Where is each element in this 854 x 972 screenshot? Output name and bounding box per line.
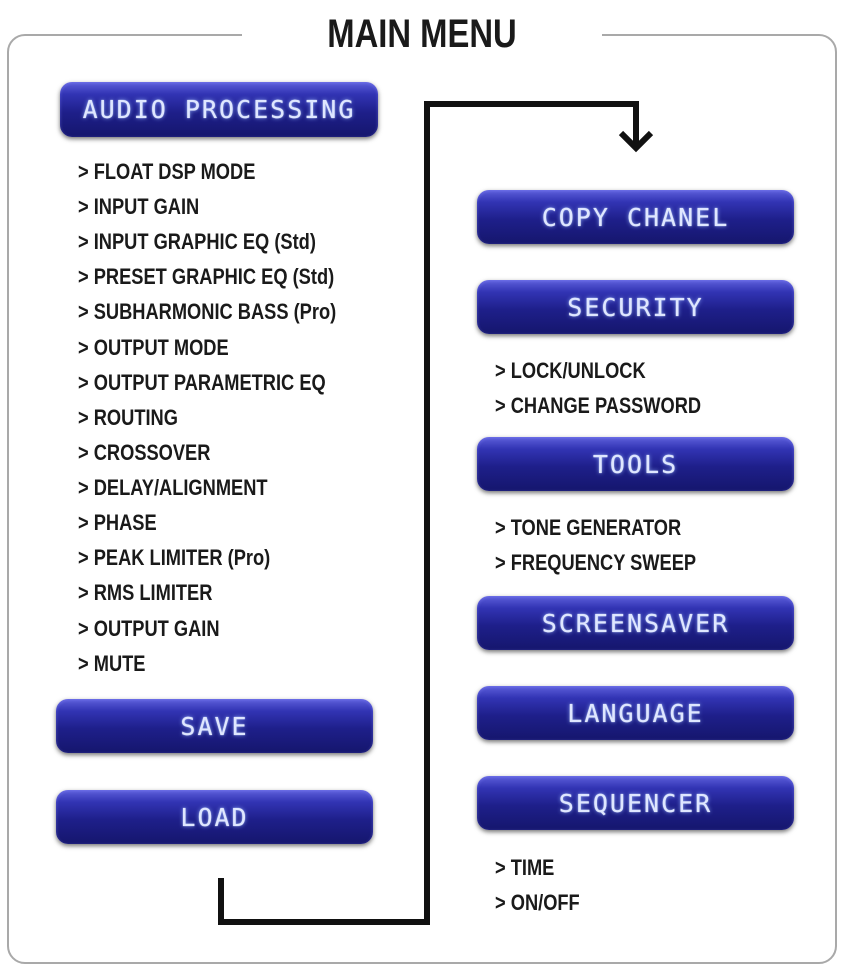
menu-item-phase[interactable]: > PHASE bbox=[78, 510, 157, 535]
load-button[interactable]: LOAD bbox=[56, 790, 373, 844]
menu-item-preset-graphic-eq[interactable]: > PRESET GRAPHIC EQ (Std) bbox=[78, 264, 335, 289]
menu-item-output-parametric-eq[interactable]: > OUTPUT PARAMETRIC EQ bbox=[78, 370, 326, 395]
menu-item-subharmonic-bass[interactable]: > SUBHARMONIC BASS (Pro) bbox=[78, 299, 337, 324]
tools-button[interactable]: TOOLS bbox=[477, 437, 794, 491]
menu-item-peak-limiter[interactable]: > PEAK LIMITER (Pro) bbox=[78, 545, 271, 570]
menu-item-output-gain[interactable]: > OUTPUT GAIN bbox=[78, 616, 220, 641]
title-gap bbox=[242, 24, 602, 48]
menu-item-frequency-sweep[interactable]: > FREQUENCY SWEEP bbox=[495, 550, 697, 575]
menu-item-on-off[interactable]: > ON/OFF bbox=[495, 890, 580, 915]
menu-item-tone-generator[interactable]: > TONE GENERATOR bbox=[495, 515, 682, 540]
audio-processing-button[interactable]: AUDIO PROCESSING bbox=[60, 82, 378, 137]
security-button[interactable]: SECURITY bbox=[477, 280, 794, 334]
menu-item-delay-alignment[interactable]: > DELAY/ALIGNMENT bbox=[78, 475, 268, 500]
menu-item-crossover[interactable]: > CROSSOVER bbox=[78, 440, 211, 465]
menu-item-input-graphic-eq[interactable]: > INPUT GRAPHIC EQ (Std) bbox=[78, 229, 316, 254]
sequencer-button[interactable]: SEQUENCER bbox=[477, 776, 794, 830]
menu-item-output-mode[interactable]: > OUTPUT MODE bbox=[78, 335, 229, 360]
connector-line bbox=[218, 101, 639, 925]
menu-item-rms-limiter[interactable]: > RMS LIMITER bbox=[78, 580, 213, 605]
screensaver-button[interactable]: SCREENSAVER bbox=[477, 596, 794, 650]
save-button[interactable]: SAVE bbox=[56, 699, 373, 753]
page-title: MAIN MENU bbox=[327, 12, 517, 56]
arrow-down-icon bbox=[618, 130, 654, 153]
menu-item-lock-unlock[interactable]: > LOCK/UNLOCK bbox=[495, 358, 646, 383]
menu-item-float-dsp-mode[interactable]: > FLOAT DSP MODE bbox=[78, 159, 256, 184]
menu-item-mute[interactable]: > MUTE bbox=[78, 651, 146, 676]
language-button[interactable]: LANGUAGE bbox=[477, 686, 794, 740]
menu-item-input-gain[interactable]: > INPUT GAIN bbox=[78, 194, 200, 219]
menu-item-change-password[interactable]: > CHANGE PASSWORD bbox=[495, 393, 702, 418]
menu-item-time[interactable]: > TIME bbox=[495, 855, 555, 880]
menu-item-routing[interactable]: > ROUTING bbox=[78, 405, 178, 430]
copy-chanel-button[interactable]: COPY CHANEL bbox=[477, 190, 794, 244]
